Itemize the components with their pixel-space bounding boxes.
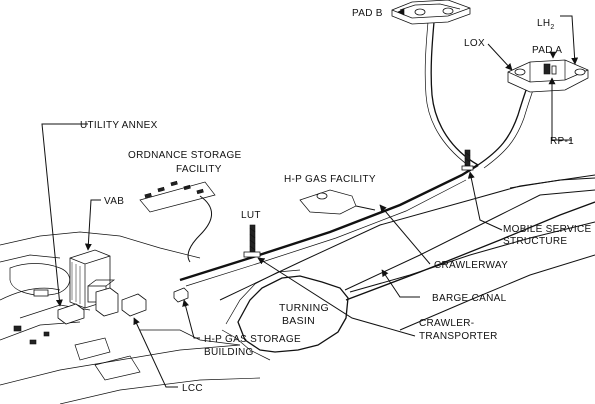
label-lh2-main: LH	[537, 18, 550, 29]
label-hp-gas-storage-2: BUILDING	[204, 347, 254, 358]
label-mobile-service-1: MOBILE SERVICE	[503, 224, 592, 235]
label-ordnance-storage-1: ORDNANCE STORAGE	[128, 150, 242, 161]
label-utility-annex: UTILITY ANNEX	[80, 120, 158, 131]
labels: PAD B LOX LH2 PAD A RP-1 UTILITY ANNEX O…	[80, 8, 592, 394]
misc-structures	[13, 289, 50, 345]
label-ordnance-storage-2: FACILITY	[176, 164, 222, 175]
lcc-building	[121, 293, 147, 317]
label-pad-b: PAD B	[352, 8, 383, 19]
label-vab: VAB	[104, 196, 124, 207]
mobile-service-structure	[461, 149, 474, 171]
ordnance-storage-facility	[139, 180, 216, 263]
hp-gas-facility	[299, 189, 376, 215]
launch-umbilical-tower	[243, 224, 261, 258]
label-lcc: LCC	[182, 383, 203, 394]
label-crawlerway: CRAWLERWAY	[434, 260, 508, 271]
label-pad-a: PAD A	[532, 45, 562, 56]
utility-annex	[57, 303, 85, 325]
label-crawler-transporter-2: TRANSPORTER	[419, 331, 498, 342]
label-turning-basin-2: BASIN	[282, 315, 315, 327]
label-hp-gas-facility: H-P GAS FACILITY	[284, 174, 376, 185]
turning-basin	[221, 269, 349, 361]
leader-lines	[41, 8, 579, 388]
hp-gas-storage-building	[173, 287, 189, 303]
label-lut: LUT	[241, 210, 261, 221]
label-rp1: RP-1	[550, 136, 574, 147]
pad-a	[507, 59, 589, 93]
label-mobile-service-2: STRUCTURE	[503, 236, 567, 247]
label-crawler-transporter-1: CRAWLER-	[419, 318, 474, 329]
label-lox: LOX	[464, 38, 485, 49]
vab-building	[69, 249, 119, 317]
label-turning-basin-1: TURNING	[279, 302, 329, 314]
label-barge-canal: BARGE CANAL	[432, 293, 507, 304]
terrain-lines	[0, 174, 595, 404]
label-hp-gas-storage-1: H-P GAS STORAGE	[204, 334, 301, 345]
label-lh2-subscript: 2	[550, 24, 554, 31]
label-lh2: LH2	[537, 18, 555, 31]
pad-b	[391, 0, 471, 25]
barge-canal	[345, 177, 595, 301]
